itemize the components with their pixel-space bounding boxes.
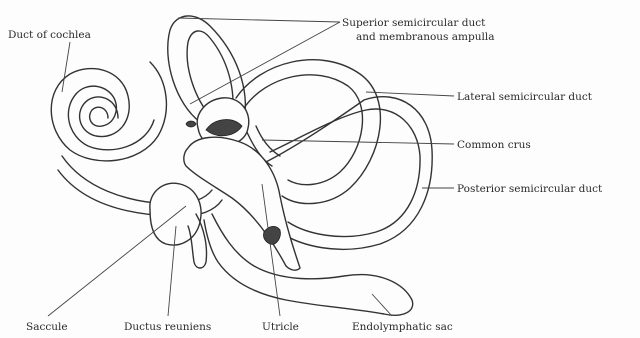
label-saccule: Saccule [26, 321, 68, 333]
label-lateral-duct: Lateral semicircular duct [457, 91, 593, 103]
cochlear-duct [51, 62, 222, 216]
utricle-body [184, 137, 300, 270]
label-duct-of-cochlea: Duct of cochlea [8, 29, 91, 41]
label-posterior-duct: Posterior semicircular duct [457, 183, 603, 195]
saccule-body [150, 183, 207, 268]
label-ductus-reuniens: Ductus reuniens [124, 321, 211, 333]
endolymphatic-sac [204, 214, 413, 315]
label-superior-duct-line1: Superior semicircular duct [342, 17, 486, 29]
label-superior-duct-line2: and membranous ampulla [356, 31, 494, 43]
label-endolymphatic-sac: Endolymphatic sac [352, 321, 453, 333]
label-utricle: Utricle [262, 321, 299, 333]
label-common-crus: Common crus [457, 139, 531, 151]
